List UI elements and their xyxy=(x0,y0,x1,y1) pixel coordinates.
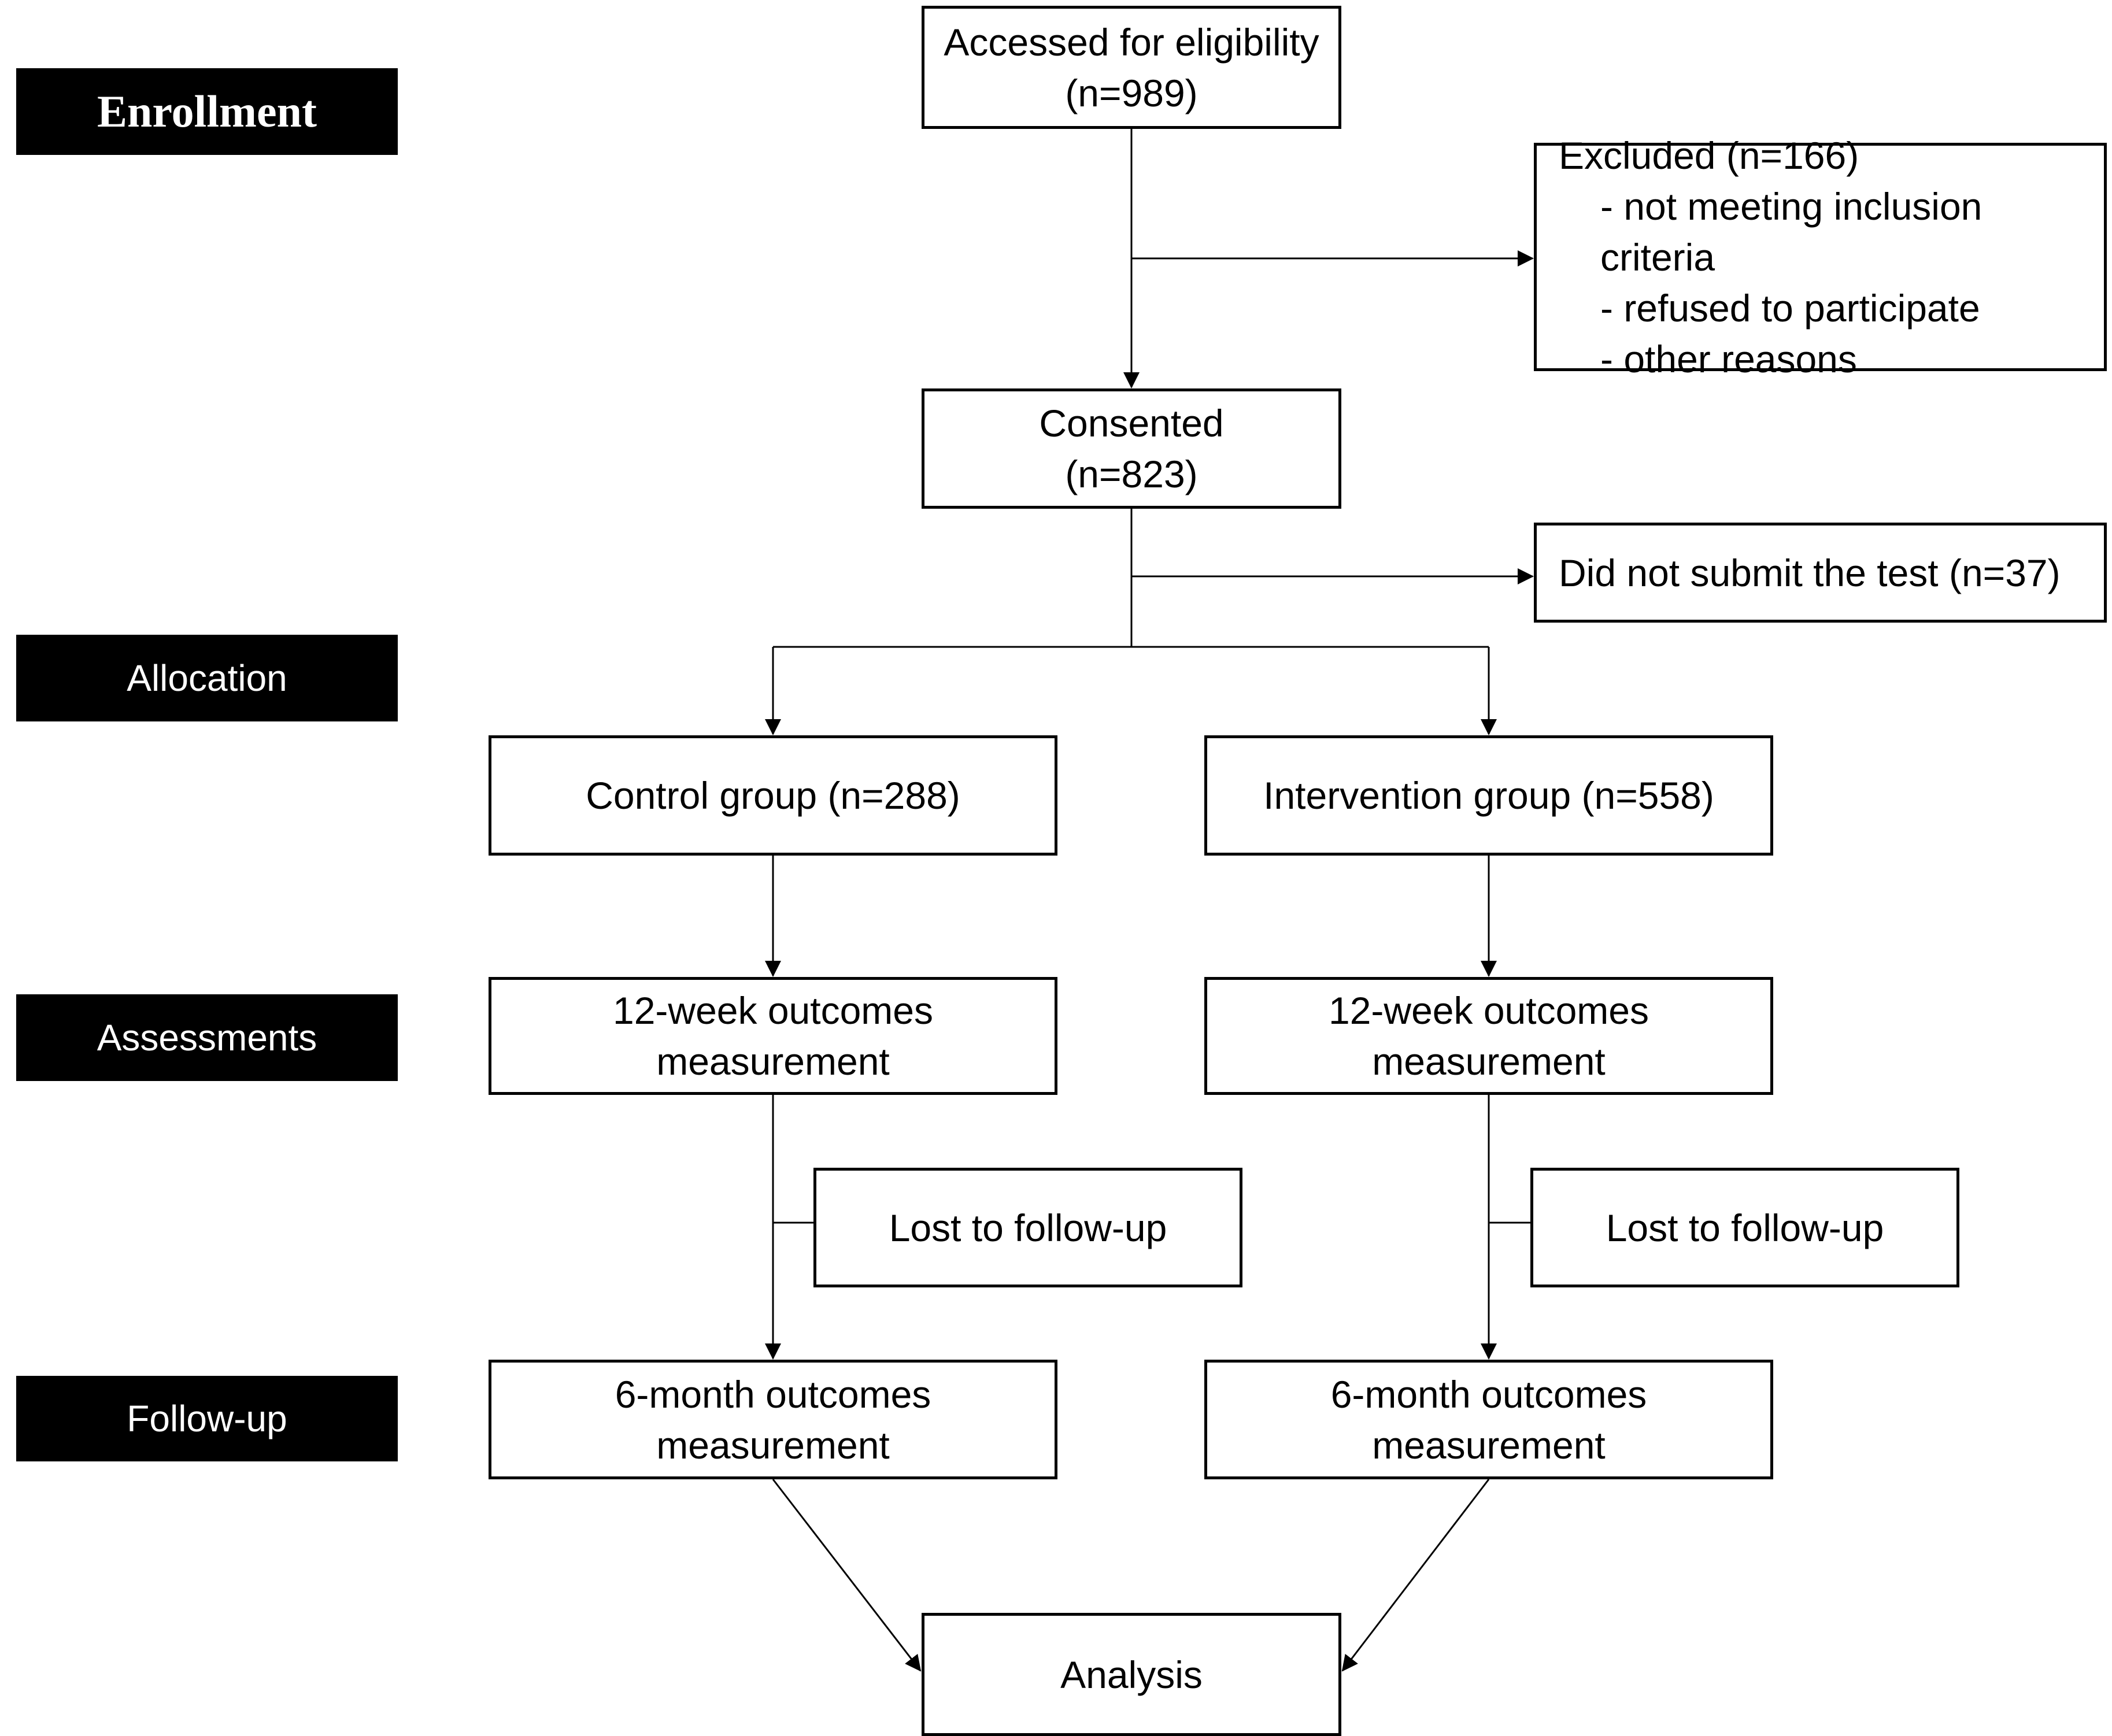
eligibility-box: Accessed for eligibility (n=989) xyxy=(922,6,1341,129)
control-6-month-box: 6-month outcomes measurement xyxy=(489,1360,1057,1479)
excluded-box: Excluded (n=166) - not meeting inclusion… xyxy=(1534,134,2107,380)
stage-label-text: Assessments xyxy=(97,1017,317,1058)
control-6-month-line1: 6-month outcomes xyxy=(615,1372,931,1416)
stage-label-assessments: Assessments xyxy=(16,994,398,1081)
consented-count: (n=823) xyxy=(1065,453,1198,495)
control-group-box: Control group (n=288) xyxy=(489,735,1057,856)
intervention-group-box: Intervention group (n=558) xyxy=(1204,735,1773,856)
intervention-lost-box: Lost to follow-up xyxy=(1530,1168,1959,1287)
control-12-week-box: 12-week outcomes measurement xyxy=(489,977,1057,1095)
intervention-12-week-line1: 12-week outcomes xyxy=(1329,989,1649,1032)
excluded-title: Excluded (n=166) xyxy=(1559,134,1859,177)
eligibility-label: Accessed for eligibility xyxy=(944,20,1319,64)
intervention-group-label: Intervention group (n=558) xyxy=(1263,774,1714,817)
arrow-intervention-analysis xyxy=(1341,1479,1490,1672)
intervention-12-week-box: 12-week outcomes measurement xyxy=(1204,977,1773,1095)
control-lost-label: Lost to follow-up xyxy=(889,1206,1167,1249)
stage-label-text: Enrollment xyxy=(97,86,317,136)
excluded-reason: - other reasons xyxy=(1600,337,1857,380)
stage-label-followup: Follow-up xyxy=(16,1376,398,1461)
intervention-6-month-box: 6-month outcomes measurement xyxy=(1204,1360,1773,1479)
intervention-12-week-line2: measurement xyxy=(1372,1040,1606,1083)
intervention-6-month-line1: 6-month outcomes xyxy=(1330,1372,1647,1416)
intervention-lost-label: Lost to follow-up xyxy=(1606,1206,1884,1249)
not-submitted-label: Did not submit the test (n=37) xyxy=(1559,551,2061,594)
intervention-6-month-line2: measurement xyxy=(1372,1423,1606,1467)
control-lost-box: Lost to follow-up xyxy=(813,1168,1242,1287)
control-12-week-line1: 12-week outcomes xyxy=(613,989,933,1032)
consented-box: Consented (n=823) xyxy=(922,388,1341,509)
not-submitted-box: Did not submit the test (n=37) xyxy=(1534,523,2107,623)
excluded-reason: - not meeting inclusion criteria xyxy=(1600,184,1982,279)
control-6-month-line2: measurement xyxy=(656,1423,890,1467)
excluded-reason: - refused to participate xyxy=(1600,286,1980,330)
stage-label-text: Allocation xyxy=(127,657,287,699)
stage-label-text: Follow-up xyxy=(127,1398,287,1439)
control-12-week-line2: measurement xyxy=(656,1040,890,1083)
analysis-box: Analysis xyxy=(922,1613,1341,1736)
control-group-label: Control group (n=288) xyxy=(586,774,960,817)
arrow-control-analysis xyxy=(772,1479,922,1672)
eligibility-count: (n=989) xyxy=(1065,71,1198,114)
stage-label-allocation: Allocation xyxy=(16,635,398,721)
analysis-label: Analysis xyxy=(1060,1653,1203,1696)
consented-label: Consented xyxy=(1039,402,1224,445)
stage-label-enrollment: Enrollment xyxy=(16,68,398,155)
